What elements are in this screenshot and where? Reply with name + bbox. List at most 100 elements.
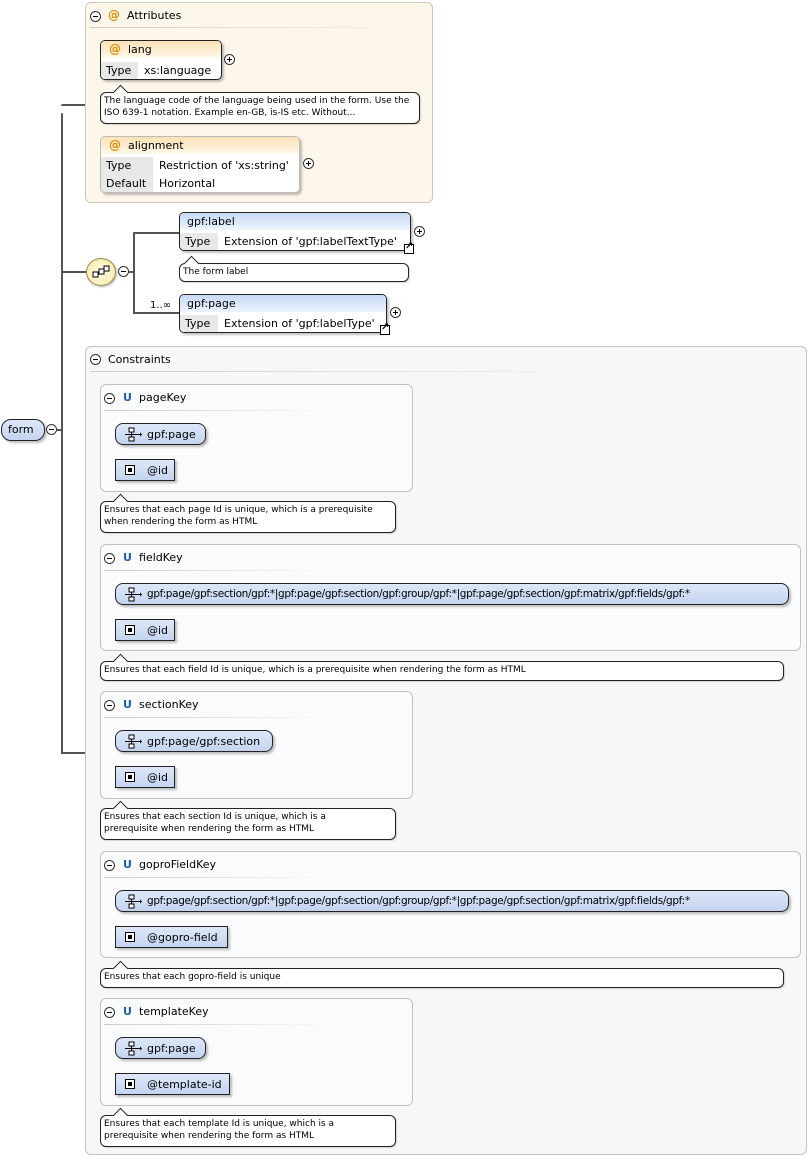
constraints-collapse-icon[interactable] — [90, 354, 101, 365]
field-text: @template-id — [147, 1078, 222, 1091]
constraint-collapse-icon[interactable] — [104, 393, 115, 404]
field-square-icon — [125, 625, 135, 635]
attribute-icon: @ — [109, 42, 121, 56]
field-square-icon — [125, 1079, 135, 1089]
constraint-field[interactable]: @gopro-field — [115, 926, 228, 948]
attributes-title-separator — [90, 27, 420, 28]
sequence-collapse-icon[interactable] — [118, 266, 129, 277]
attribute-icon: @ — [109, 138, 121, 152]
constraint-field[interactable]: @id — [115, 766, 175, 788]
note-line: Ensures that each template Id is unique,… — [104, 1119, 335, 1129]
note-line: prerequisite when rendering the form as … — [104, 824, 315, 834]
constraint-goproFieldKey: U goproFieldKey gpf:page/gpf:section/gpf… — [100, 851, 801, 958]
xpath-selector-icon — [125, 894, 142, 909]
note-text: The language code of the language being … — [104, 96, 410, 118]
constraint-selector[interactable]: gpf:page — [115, 1037, 206, 1059]
attribute-group-icon: @ — [108, 8, 120, 22]
constraint-selector[interactable]: gpf:page/gpf:section/gpf:*|gpf:page/gpf:… — [115, 583, 789, 605]
note-text: The form label — [183, 267, 249, 277]
element-gpf-label-name: gpf:label — [187, 215, 235, 228]
attribute-lang-note: The language code of the language being … — [100, 84, 420, 124]
element-gpf-page-name: gpf:page — [187, 297, 236, 310]
root-element-label: form — [8, 423, 34, 436]
external-link-icon[interactable] — [380, 322, 390, 335]
constraint-sectionKey: U sectionKey gpf:page/gpf:section @id — [100, 691, 413, 799]
selector-text: gpf:page/gpf:section/gpf:*|gpf:page/gpf:… — [147, 895, 690, 907]
element-gpf-label[interactable]: gpf:label Type Extension of 'gpf:labelTe… — [179, 212, 411, 251]
row-value: Extension of 'gpf:labelTextType' — [224, 235, 397, 248]
element-gpf-page-expand-icon[interactable] — [390, 307, 401, 318]
root-connector-h — [57, 429, 62, 431]
constraints-panel: Constraints U pageKey gpf:page @id Ensur… — [85, 346, 807, 1155]
field-square-icon — [125, 465, 135, 475]
external-link-icon[interactable] — [404, 241, 414, 254]
element-gpf-page-type-row: Type Extension of 'gpf:labelType' — [180, 315, 386, 332]
attribute-alignment-expand-icon[interactable] — [303, 158, 314, 169]
root-collapse-icon[interactable] — [46, 424, 57, 435]
constraint-fieldKey: U fieldKey gpf:page/gpf:section/gpf:*|gp… — [100, 544, 801, 651]
constraint-collapse-icon[interactable] — [104, 700, 115, 711]
field-text: @id — [147, 624, 169, 637]
attributes-panel: @ Attributes @ lang Type xs:language The… — [85, 2, 433, 203]
unique-icon: U — [123, 1005, 132, 1018]
branch-constraints — [61, 752, 86, 754]
constraint-field[interactable]: @id — [115, 619, 175, 641]
element-gpf-label-expand-icon[interactable] — [414, 226, 425, 237]
seq-branch-v — [133, 233, 135, 313]
element-gpf-label-type-row: Type Extension of 'gpf:labelTextType' — [180, 233, 410, 250]
row-key: Type — [101, 62, 138, 79]
selector-text: gpf:page — [147, 428, 196, 441]
note-line: Ensures that each section Id is unique, … — [104, 812, 326, 822]
constraint-selector[interactable]: gpf:page — [115, 423, 206, 445]
constraint-name: sectionKey — [139, 698, 199, 711]
branch-sequence — [61, 271, 87, 273]
attributes-title: Attributes — [127, 9, 182, 22]
constraint-title-separator — [104, 877, 339, 878]
selector-text: gpf:page/gpf:section — [147, 735, 261, 748]
constraint-name: templateKey — [139, 1005, 209, 1018]
element-gpf-page[interactable]: gpf:page Type Extension of 'gpf:labelTyp… — [179, 294, 387, 333]
element-gpf-page-cardinality: 1..∞ — [150, 300, 172, 311]
root-element-form[interactable]: form — [1, 419, 45, 441]
attribute-lang-type-row: Type xs:language — [101, 62, 221, 79]
constraint-sectionKey-note: Ensures that each section Id is unique, … — [100, 800, 396, 840]
row-key: Default — [101, 175, 153, 192]
field-text: @id — [147, 771, 169, 784]
attribute-alignment-header: @ alignment — [101, 137, 299, 154]
constraint-field[interactable]: @id — [115, 459, 175, 481]
unique-icon: U — [123, 858, 132, 871]
attribute-lang[interactable]: @ lang Type xs:language — [100, 40, 222, 80]
constraint-collapse-icon[interactable] — [104, 860, 115, 871]
note-line: Ensures that each field Id is unique, wh… — [104, 665, 526, 675]
constraints-title: Constraints — [108, 353, 171, 366]
element-gpf-label-header: gpf:label — [180, 213, 410, 230]
constraint-collapse-icon[interactable] — [104, 1007, 115, 1018]
constraint-field[interactable]: @template-id — [115, 1073, 230, 1095]
selector-text: gpf:page — [147, 1042, 196, 1055]
constraint-collapse-icon[interactable] — [104, 553, 115, 564]
field-square-icon — [125, 932, 135, 942]
constraint-goproFieldKey-note: Ensures that each gopro-field is unique — [100, 960, 784, 988]
constraint-selector[interactable]: gpf:page/gpf:section — [115, 730, 273, 752]
root-branch-v — [61, 113, 63, 753]
xpath-selector-icon — [125, 587, 142, 602]
field-text: @gopro-field — [147, 931, 218, 944]
element-gpf-label-note: The form label — [179, 255, 409, 282]
row-key: Type — [101, 157, 153, 175]
row-value: Horizontal — [159, 177, 216, 190]
field-text: @id — [147, 464, 169, 477]
attribute-lang-expand-icon[interactable] — [224, 54, 235, 65]
unique-icon: U — [123, 391, 132, 404]
unique-icon: U — [123, 698, 132, 711]
attribute-lang-name: lang — [128, 43, 152, 56]
attributes-collapse-icon[interactable] — [90, 11, 101, 22]
seq-branch-page — [133, 312, 180, 314]
constraint-selector[interactable]: gpf:page/gpf:section/gpf:*|gpf:page/gpf:… — [115, 890, 789, 912]
attribute-alignment[interactable]: @ alignment Type Restriction of 'xs:stri… — [100, 136, 300, 193]
attribute-alignment-default-row: Default Horizontal — [101, 175, 299, 192]
note-line: Ensures that each page Id is unique, whi… — [104, 505, 373, 515]
sequence-compositor[interactable] — [86, 258, 116, 286]
constraint-pageKey: U pageKey gpf:page @id — [100, 384, 413, 492]
constraint-pageKey-note: Ensures that each page Id is unique, whi… — [100, 493, 396, 533]
row-value: xs:language — [144, 64, 212, 77]
